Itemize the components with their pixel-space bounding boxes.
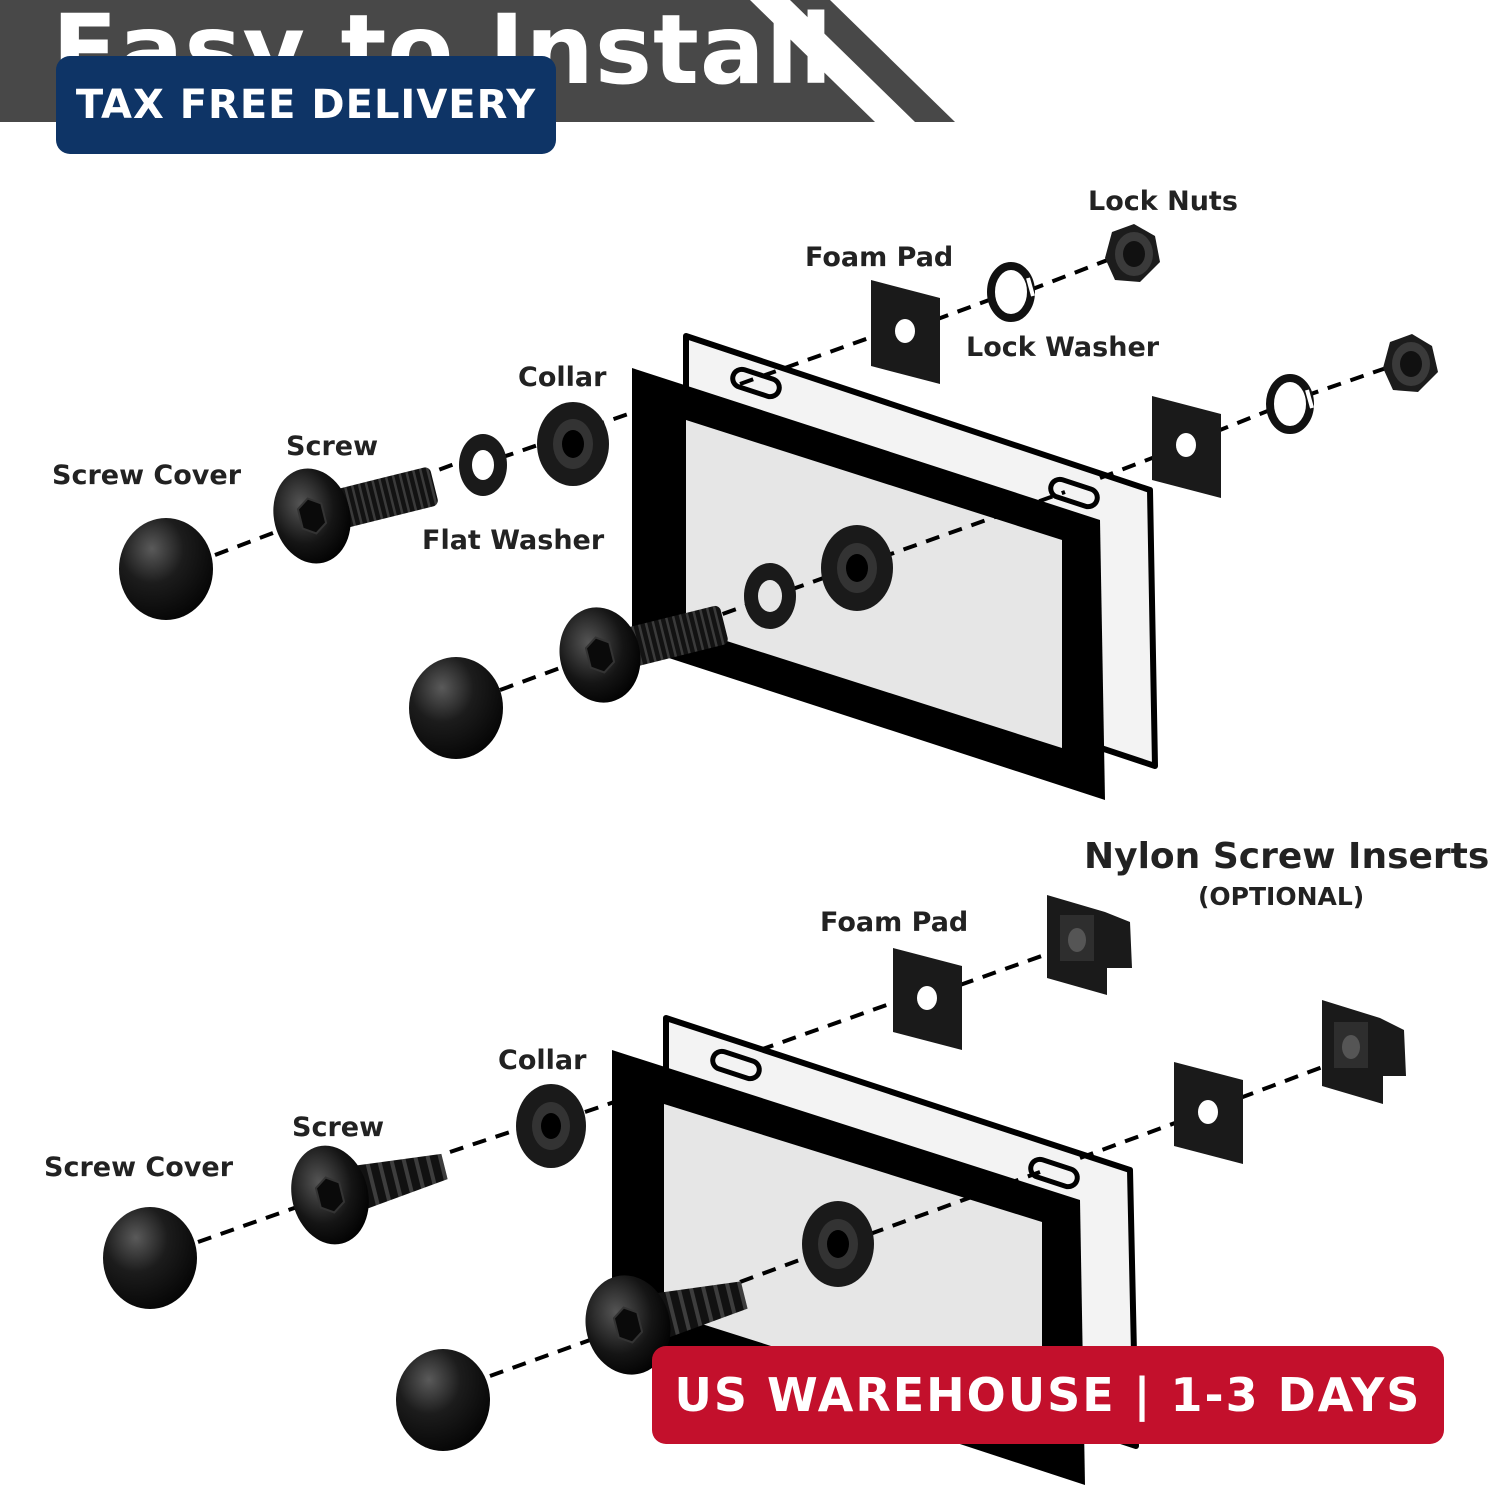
lock-nut-icon bbox=[1105, 224, 1160, 282]
label-foam-pad: Foam Pad bbox=[805, 242, 954, 273]
plate-slot bbox=[1028, 1156, 1080, 1190]
label-collar: Collar bbox=[518, 362, 607, 393]
plate-slot bbox=[1048, 476, 1100, 510]
label-foam-pad: Foam Pad bbox=[820, 907, 969, 938]
lock-washer-icon bbox=[987, 262, 1035, 322]
label-flat-washer: Flat Washer bbox=[422, 525, 605, 556]
flat-washer-icon bbox=[744, 563, 796, 629]
collar-icon bbox=[537, 402, 609, 486]
flat-washer-icon bbox=[459, 434, 507, 496]
screw-icon bbox=[273, 467, 438, 564]
foam-pad-icon bbox=[893, 948, 962, 1050]
foam-pad-icon bbox=[871, 280, 940, 384]
screw-icon bbox=[291, 1145, 448, 1245]
screw-cover-icon bbox=[103, 1207, 197, 1309]
us-warehouse-badge: US WAREHOUSE | 1-3 DAYS bbox=[652, 1346, 1444, 1444]
top-assembly bbox=[119, 224, 1438, 800]
label-screw-cover: Screw Cover bbox=[52, 460, 242, 491]
label-nylon-inserts: Nylon Screw Inserts bbox=[1084, 836, 1490, 877]
label-screw: Screw bbox=[292, 1112, 385, 1143]
screw-cover-icon bbox=[396, 1349, 490, 1451]
tax-free-badge: TAX FREE DELIVERY bbox=[56, 56, 556, 154]
label-collar: Collar bbox=[498, 1045, 587, 1076]
label-lock-washer: Lock Washer bbox=[966, 332, 1160, 363]
foam-pad-icon bbox=[1174, 1062, 1243, 1164]
nylon-insert-icon bbox=[1047, 895, 1132, 995]
nylon-insert-icon bbox=[1322, 1000, 1406, 1104]
label-optional: (OPTIONAL) bbox=[1198, 882, 1365, 911]
collar-icon bbox=[516, 1084, 586, 1168]
header-stripe bbox=[790, 0, 955, 122]
plate-slot bbox=[710, 1048, 762, 1082]
screw-cover-icon bbox=[409, 657, 503, 759]
lock-nut-icon bbox=[1383, 334, 1438, 392]
plate-slot bbox=[730, 366, 782, 400]
label-screw: Screw bbox=[286, 431, 379, 462]
screw-icon bbox=[585, 1275, 748, 1375]
bottom-assembly bbox=[103, 895, 1406, 1485]
lock-washer-icon bbox=[1266, 374, 1314, 434]
label-lock-nuts: Lock Nuts bbox=[1088, 186, 1238, 217]
collar-icon bbox=[821, 525, 893, 611]
label-screw-cover: Screw Cover bbox=[44, 1152, 234, 1183]
screw-cover-icon bbox=[119, 518, 213, 620]
screw-icon bbox=[559, 605, 728, 703]
collar-icon bbox=[802, 1201, 874, 1287]
foam-pad-icon bbox=[1152, 396, 1221, 498]
